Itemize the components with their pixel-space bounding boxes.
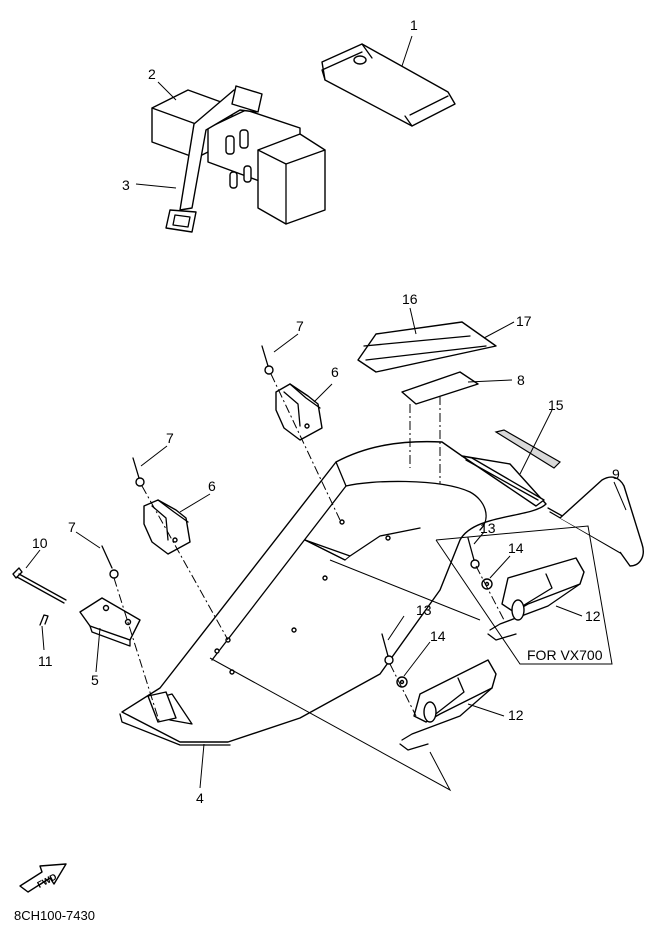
callout-13-lower: 13 <box>416 602 432 618</box>
callout-8: 8 <box>517 372 525 388</box>
callout-14-upper: 14 <box>508 540 524 556</box>
part-5-bracket <box>79 597 141 647</box>
part-7-rivet-c <box>101 545 119 579</box>
part-7-rivet-b <box>132 457 145 487</box>
callout-7-c: 7 <box>68 519 76 535</box>
callout-17: 17 <box>516 313 532 329</box>
vx700-group-box <box>435 525 613 665</box>
part-15-strip <box>494 429 561 469</box>
callout-7-a: 7 <box>296 318 304 334</box>
part-1-pouch <box>321 43 456 127</box>
callout-1: 1 <box>410 17 418 33</box>
part-16-17-decal <box>357 321 497 373</box>
callout-9: 9 <box>612 466 620 482</box>
callout-7-b: 7 <box>166 430 174 446</box>
callout-16: 16 <box>402 291 418 307</box>
callout-5: 5 <box>91 672 99 688</box>
cover-edge-rail <box>461 455 545 507</box>
callout-labels: 1 2 3 4 5 6 6 7 7 7 8 9 10 11 12 12 13 1… <box>32 17 620 806</box>
callout-4: 4 <box>196 790 204 806</box>
part-13-screw-upper <box>467 537 480 569</box>
callout-15: 15 <box>548 397 564 413</box>
part-12-holder-lower <box>399 659 497 751</box>
assembly-lines <box>113 373 505 792</box>
callout-12-lower: 12 <box>508 707 524 723</box>
part-11-clip <box>39 614 49 626</box>
callout-14-lower: 14 <box>430 628 446 644</box>
leader-lines <box>25 35 627 789</box>
variant-note: FOR VX700 <box>527 647 603 663</box>
part-6-clamp-lower <box>143 499 191 555</box>
part-8-decal <box>401 371 479 405</box>
part-3-strap <box>165 85 263 233</box>
part-4-cover-plate <box>119 440 547 746</box>
callout-6-upper: 6 <box>331 364 339 380</box>
part-6-clamp-upper <box>275 383 323 441</box>
part-7-rivet-a <box>261 345 274 375</box>
fwd-arrow-icon: FWD <box>19 863 67 893</box>
callout-3: 3 <box>122 177 130 193</box>
part-2-toolbox <box>151 89 326 225</box>
part-10-bolt <box>12 567 67 604</box>
diagram-code: 8CH100-7430 <box>14 908 95 923</box>
part-14-washer-lower <box>396 676 408 688</box>
callout-12-upper: 12 <box>585 608 601 624</box>
part-9-rod <box>547 476 644 567</box>
callout-2: 2 <box>148 66 156 82</box>
part-12-holder-upper <box>487 557 585 641</box>
callout-6-lower: 6 <box>208 478 216 494</box>
callout-11: 11 <box>38 653 53 669</box>
part-13-screw-lower <box>381 633 394 665</box>
callout-13-upper: 13 <box>480 520 496 536</box>
callout-10: 10 <box>32 535 48 551</box>
